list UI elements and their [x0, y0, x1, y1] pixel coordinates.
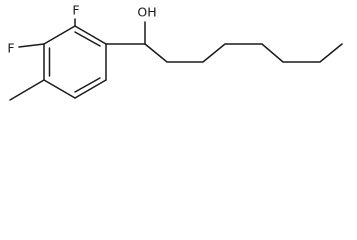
bond-c3-f: [18, 43, 45, 48]
molecule-structure: OH F F: [7, 3, 343, 101]
ring-bond-c4-c5: [43, 79, 76, 99]
fluorine-upper-label: F: [72, 3, 79, 18]
ring-bond-c5-c6: [74, 79, 107, 99]
ring-double-bond-c1-c2: [74, 31, 101, 47]
ring-bond-c2-c3: [43, 25, 76, 45]
ring-double-bond-c5-c6: [74, 77, 101, 93]
hexyl-chain: [144, 43, 343, 63]
benzene-ring: [43, 25, 107, 99]
hydroxyl-label: OH: [137, 5, 156, 20]
fluorine-lower-label: F: [7, 41, 14, 56]
bond-c4-methyl: [9, 79, 45, 101]
ring-bond-c1-c2: [74, 25, 107, 45]
